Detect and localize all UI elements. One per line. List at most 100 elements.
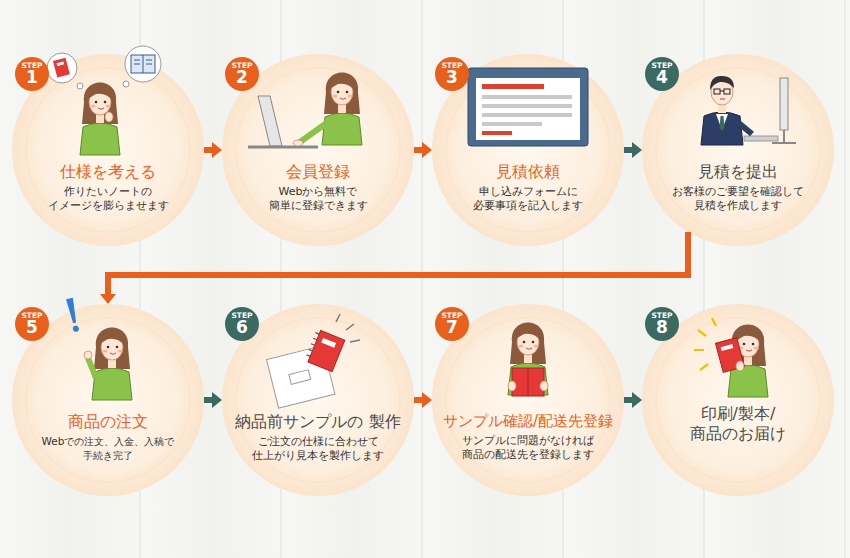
step5-illustration — [66, 298, 132, 400]
illustration-part — [715, 338, 744, 373]
illustration-part — [322, 73, 362, 146]
arrow-shaft — [414, 147, 423, 153]
step-number: 5 — [26, 319, 38, 336]
illustration-part — [482, 131, 512, 135]
illustration-part — [258, 96, 282, 146]
illustration-part — [336, 314, 360, 342]
flow-arrow — [100, 232, 688, 304]
arrow-shaft — [108, 232, 688, 295]
step-text-stack: 納品前サンプルの 製作ご注文の仕様に合わせて 仕上がり見本を製作します — [222, 412, 414, 464]
illustration-part — [304, 329, 345, 372]
step-circle: 商品の注文 Webでの注文、入金、入稿で 手続き完了 STEP5 — [12, 304, 204, 496]
step-description: サンプルに問題がなければ 商品の配送先を登録します — [453, 434, 603, 463]
step-description: Webから無料で 簡単に登録できます — [243, 185, 393, 214]
step-circle-fill — [642, 54, 834, 246]
step-circle-fill — [12, 54, 204, 246]
illustration-part — [92, 328, 132, 401]
step-badge: STEP6 — [225, 307, 259, 341]
step-badge: STEP3 — [435, 57, 469, 91]
step-description: 申し込みフォームに 必要事項を記入します — [453, 185, 603, 214]
flow-arrow — [204, 392, 222, 408]
flow-arrow — [414, 142, 432, 158]
illustration-part — [88, 358, 96, 378]
step-text-stack: 印刷/製本/ 商品のお届け — [642, 404, 834, 444]
step-label: STEP — [231, 312, 252, 320]
step-circle: 見積を提出お客様のご要望を確認して 見積を作成します STEP4 — [642, 54, 834, 246]
illustration-part — [482, 95, 572, 99]
step-badge: STEP2 — [225, 57, 259, 91]
arrow-head — [422, 142, 432, 158]
illustration-part — [780, 78, 788, 130]
illustration-part — [72, 325, 79, 332]
step-title: 見積依頼 — [496, 162, 560, 182]
illustration-part — [248, 146, 318, 149]
step-badge: STEP5 — [15, 307, 49, 341]
illustration-part — [80, 83, 120, 156]
step-number: 4 — [656, 69, 668, 86]
illustration-part — [53, 58, 70, 78]
step-title: 納品前サンプルの 製作 — [235, 412, 400, 432]
step-number: 6 — [236, 319, 248, 336]
arrow-head — [632, 142, 642, 158]
step-badge: STEP7 — [435, 307, 469, 341]
illustration-part — [476, 78, 580, 140]
step-circle-ring — [236, 68, 400, 232]
step-circle-fill — [222, 54, 414, 246]
arrow-head — [632, 392, 642, 408]
step-title: 商品の注文 — [68, 412, 148, 432]
illustration-part — [134, 55, 152, 73]
arrow-head — [212, 392, 222, 408]
illustration-part — [66, 298, 78, 324]
step-circle-fill — [222, 304, 414, 496]
flow-arrow — [624, 392, 642, 408]
illustration-part — [482, 84, 544, 89]
step-circle: 見積依頼申し込みフォームに 必要事項を記入します STEP3 — [432, 54, 624, 246]
illustration-part — [721, 344, 734, 351]
illustration-part — [508, 323, 548, 396]
step-description: お客様のご要望を確認して 見積を作成します — [663, 185, 813, 214]
arrow-shaft — [414, 397, 423, 403]
step-circle-ring — [26, 318, 190, 482]
illustration-part — [84, 351, 92, 359]
illustration-part — [482, 113, 572, 117]
illustration-part — [77, 83, 83, 89]
flow-arrow — [414, 392, 432, 408]
step-circle-ring — [26, 68, 190, 232]
step-label: STEP — [21, 312, 42, 320]
step-circle: 会員登録Webから無料で 簡単に登録できますSTEP2 — [222, 54, 414, 246]
illustration-part — [744, 136, 778, 141]
illustration-part — [528, 368, 529, 396]
illustration-part — [131, 55, 155, 73]
illustration-part — [308, 330, 345, 371]
illustration-part — [540, 381, 548, 391]
step-number: 7 — [446, 319, 458, 336]
step-circle-ring — [446, 318, 610, 482]
arrow-head — [212, 142, 222, 158]
step-circle: サンプル確認/配送先登録サンプルに問題がなければ 商品の配送先を登録しますSTE… — [432, 304, 624, 496]
illustration-part — [508, 323, 548, 396]
illustration-part — [715, 338, 744, 373]
step-badge: STEP8 — [645, 307, 679, 341]
illustration-part — [57, 61, 65, 66]
step-text-stack: 見積を提出お客様のご要望を確認して 見積を作成します — [642, 162, 834, 214]
step1-illustration — [47, 46, 161, 155]
illustration-part — [125, 46, 161, 82]
step-description: Webでの注文、入金、入稿で 手続き完了 — [33, 435, 183, 462]
illustration-part — [701, 76, 743, 145]
illustration-part — [306, 333, 319, 357]
illustration-part — [468, 68, 588, 146]
step-number: 1 — [26, 69, 38, 86]
step-label: STEP — [651, 62, 672, 70]
flow-arrow — [624, 142, 642, 158]
step7-illustration — [508, 323, 548, 397]
step-circle: 印刷/製本/ 商品のお届け STEP8 — [642, 304, 834, 496]
arrow-shaft — [624, 397, 633, 403]
illustration-part — [293, 140, 303, 146]
illustration-part — [300, 122, 328, 142]
illustration-part — [66, 298, 80, 333]
illustration-part — [736, 361, 744, 371]
step-title: 見積を提出 — [698, 162, 778, 182]
illustration-part — [321, 338, 336, 348]
